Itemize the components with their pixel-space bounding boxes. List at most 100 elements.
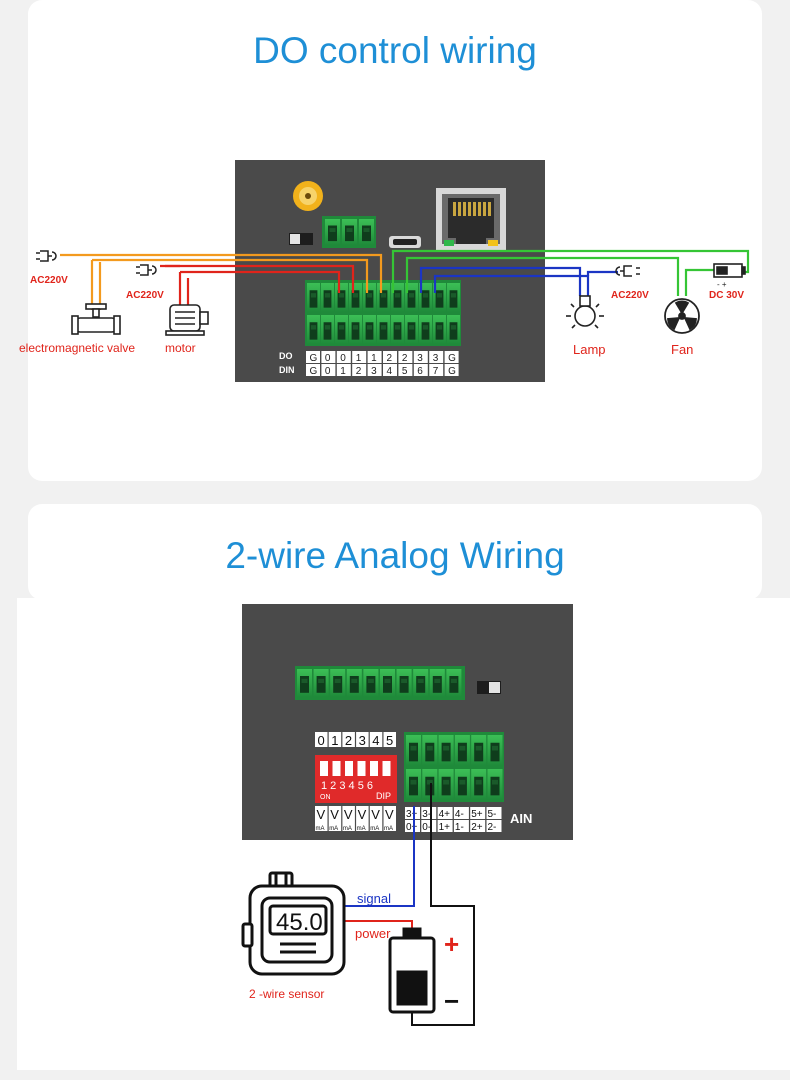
ain-channel-grid: 3+0+3-0-4+1+4-1-5+2+5-2- bbox=[405, 807, 502, 833]
upper-terminal bbox=[346, 669, 362, 697]
ain-terminal bbox=[438, 769, 454, 800]
dip-number: 4 bbox=[372, 733, 379, 748]
din-channel-label: 4 bbox=[387, 366, 393, 377]
do-terminal bbox=[405, 315, 418, 344]
din-channel-label: 6 bbox=[417, 366, 423, 377]
ain-terminal bbox=[422, 769, 438, 800]
upper-terminal bbox=[313, 669, 329, 697]
do-terminal bbox=[349, 283, 362, 312]
dip-number: 0 bbox=[318, 733, 325, 748]
dip-switch-digits: 1 2 3 4 5 6 bbox=[321, 780, 373, 792]
ain-terminal bbox=[471, 735, 487, 766]
motor-icon bbox=[165, 304, 209, 336]
dip-knob[interactable] bbox=[382, 761, 391, 776]
din-channel-label: 1 bbox=[340, 366, 346, 377]
do-channel-label: 1 bbox=[356, 353, 362, 364]
usb-port[interactable] bbox=[389, 236, 421, 248]
v-label: V bbox=[317, 807, 326, 822]
dip-switch[interactable]: 1 2 3 4 5 6 ON DIP bbox=[315, 755, 397, 803]
do-terminal bbox=[363, 283, 376, 312]
battery-icon bbox=[388, 927, 436, 1014]
ma-label: mA bbox=[370, 826, 379, 832]
ma-label: mA bbox=[316, 826, 325, 832]
do-wiring-title: DO control wiring bbox=[253, 30, 537, 71]
ain-terminal bbox=[487, 735, 503, 766]
upper-terminal bbox=[413, 669, 429, 697]
ethernet-port[interactable] bbox=[436, 188, 506, 250]
analog-wiring-card bbox=[28, 504, 762, 600]
ain-bottom-label: 1+ bbox=[439, 822, 451, 833]
do-terminal bbox=[433, 283, 446, 312]
dip-knob[interactable] bbox=[332, 761, 341, 776]
analog-wiring-title: 2-wire Analog Wiring bbox=[225, 535, 565, 576]
do-channel-label: G bbox=[448, 353, 456, 364]
dip-number: 5 bbox=[386, 733, 393, 748]
ma-label: mA bbox=[343, 826, 352, 832]
ain-top-label: 4+ bbox=[439, 809, 451, 820]
ma-label: mA bbox=[357, 826, 366, 832]
do-terminal bbox=[419, 283, 432, 312]
plug-icon bbox=[36, 250, 57, 262]
din-channel-label: 0 bbox=[325, 366, 331, 377]
din-channel-label: 5 bbox=[402, 366, 408, 377]
plus-sign: + bbox=[444, 929, 459, 959]
do-terminal bbox=[447, 283, 460, 312]
lamp-voltage-label: AC220V bbox=[611, 290, 649, 301]
do-terminal bbox=[447, 315, 460, 344]
upper-terminal bbox=[363, 669, 379, 697]
ain-bottom-label: 2+ bbox=[471, 822, 483, 833]
din-channel-label: G bbox=[448, 366, 456, 377]
dip-knob[interactable] bbox=[357, 761, 366, 776]
upper-terminal-block bbox=[295, 666, 465, 700]
sensor-icon bbox=[241, 871, 346, 976]
valve-icon bbox=[71, 303, 121, 335]
dip-knob[interactable] bbox=[320, 761, 328, 776]
ain-terminal bbox=[422, 735, 438, 766]
ma-label: mA bbox=[384, 826, 393, 832]
din-channel-label: 3 bbox=[371, 366, 377, 377]
ain-terminal bbox=[454, 735, 470, 766]
dip-number: 1 bbox=[331, 733, 338, 748]
do-channel-label: 1 bbox=[371, 353, 377, 364]
do-channel-label: 3 bbox=[433, 353, 439, 364]
din-channel-label: 2 bbox=[356, 366, 362, 377]
power-label: power bbox=[355, 926, 391, 941]
v-label: V bbox=[371, 807, 380, 822]
ain-label: AIN bbox=[510, 811, 532, 826]
v-label: V bbox=[358, 807, 367, 822]
do-row-label: DO bbox=[279, 351, 293, 361]
do-wires bbox=[60, 249, 750, 310]
do-terminal bbox=[335, 315, 348, 344]
valve-voltage-label: AC220V bbox=[30, 275, 68, 286]
ain-top-label: 5+ bbox=[471, 809, 483, 820]
minus-sign: − bbox=[444, 986, 459, 1016]
dip-number: 3 bbox=[359, 733, 366, 748]
dip-knob[interactable] bbox=[345, 761, 353, 776]
lamp-icon bbox=[566, 295, 604, 329]
fan-label: Fan bbox=[671, 342, 693, 357]
do-channel-label: 2 bbox=[387, 353, 393, 364]
ain-top-label: 4- bbox=[455, 809, 464, 820]
do-terminal bbox=[433, 315, 446, 344]
do-channel-label: 0 bbox=[325, 353, 331, 364]
do-terminal bbox=[349, 315, 362, 344]
do-terminal bbox=[321, 283, 334, 312]
do-terminal bbox=[363, 315, 376, 344]
din-row-label: DIN bbox=[279, 365, 295, 375]
dip-knob[interactable] bbox=[370, 761, 378, 776]
dip-label: DIP bbox=[376, 791, 391, 801]
do-terminal bbox=[419, 315, 432, 344]
do-terminal bbox=[391, 315, 404, 344]
v-label: V bbox=[385, 807, 394, 822]
ain-top-label: 3+ bbox=[406, 809, 418, 820]
do-channel-label: 2 bbox=[402, 353, 408, 364]
do-channel-label: 3 bbox=[417, 353, 423, 364]
sensor-display: 45.0 bbox=[276, 909, 323, 936]
ain-bottom-label: 2- bbox=[488, 822, 497, 833]
fan-voltage-label: DC 30V bbox=[709, 290, 744, 301]
do-terminal bbox=[377, 283, 390, 312]
